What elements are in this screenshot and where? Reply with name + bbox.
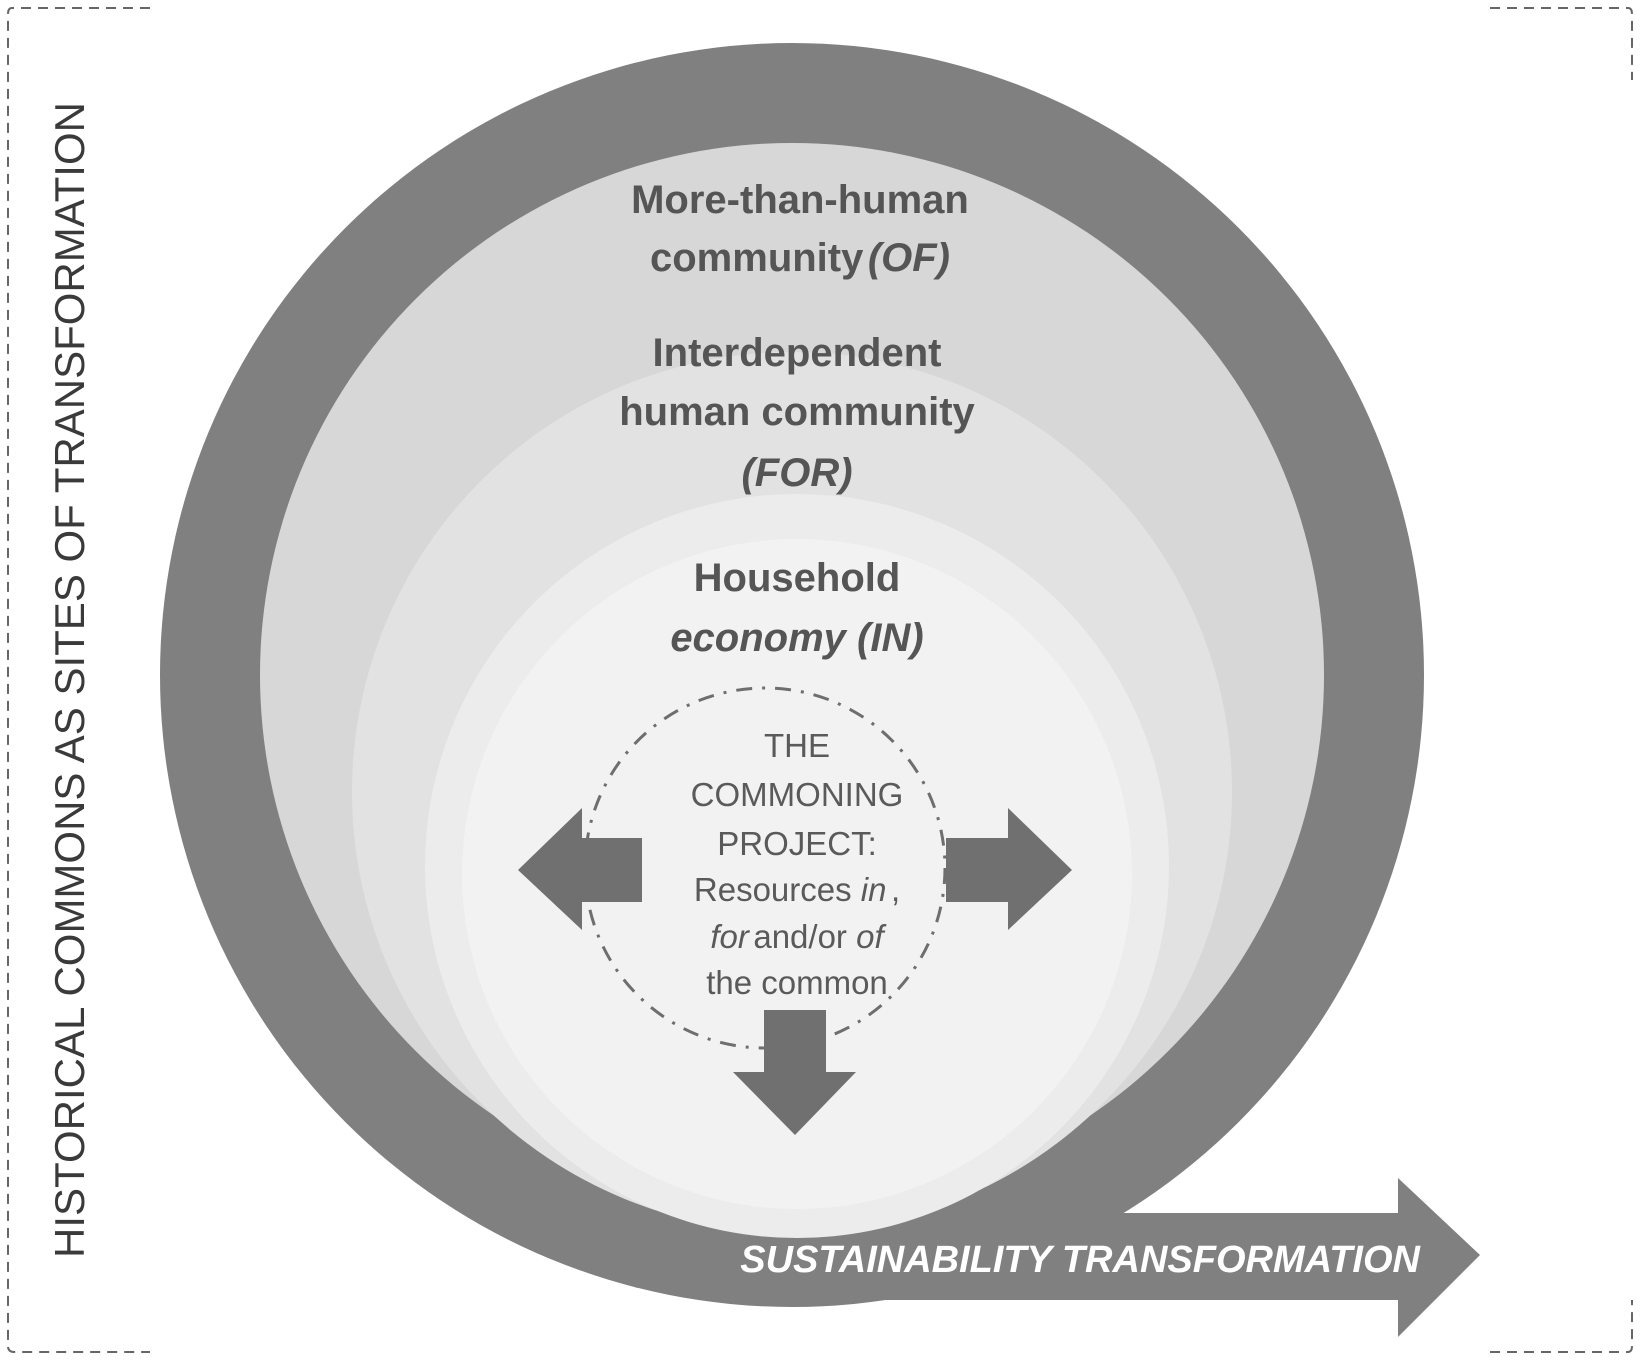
- frame-right-top-corner: [1490, 7, 1633, 80]
- sustainability-arrow-label: SUSTAINABILITY TRANSFORMATION: [740, 1239, 1421, 1281]
- ring-inner-label-line1: Household: [694, 556, 901, 600]
- frame-left-bracket: [7, 7, 150, 1353]
- core-label-line3: PROJECT:: [717, 825, 877, 862]
- core-label-line6: the common: [706, 964, 888, 1001]
- core-label-line2: COMMONING: [691, 776, 904, 813]
- ring-middle-label-line2: human community: [619, 390, 975, 434]
- ring-middle-label-line1: Interdependent: [653, 331, 942, 375]
- ring-outer-label-line1: More-than-human: [631, 178, 969, 222]
- arrow-down: [733, 1010, 856, 1135]
- core-label-line5-c: of: [856, 918, 887, 955]
- core-label-line4-c: ,: [891, 871, 900, 908]
- arrow-left: [518, 808, 642, 930]
- core-label-line1: THE: [764, 727, 830, 764]
- dashed-frame: [7, 7, 1633, 1353]
- ring-middle-label-tag: (FOR): [741, 451, 852, 495]
- core-label-line4: Resources in ,: [694, 871, 900, 908]
- core-label-line5-a: for: [710, 918, 751, 955]
- ring-inner-label-line2: economy (IN): [670, 616, 923, 660]
- frame-right-bottom-corner: [1490, 1300, 1633, 1353]
- ring-outer-label-line2: community (OF): [650, 236, 950, 280]
- ring-outer-label-text: community: [650, 236, 864, 280]
- core-label-line5: for and/or of: [710, 918, 887, 955]
- side-label: HISTORICAL COMMONS AS SITES OF TRANSFORM…: [46, 102, 93, 1258]
- core-label-line4-b: in: [861, 871, 887, 908]
- core-label-line4-a: Resources: [694, 871, 861, 908]
- ring-outer-label-tag: (OF): [868, 236, 950, 280]
- ring-core-area: [462, 539, 1132, 1209]
- arrow-right: [946, 808, 1072, 930]
- core-label-line5-b: and/or: [753, 918, 856, 955]
